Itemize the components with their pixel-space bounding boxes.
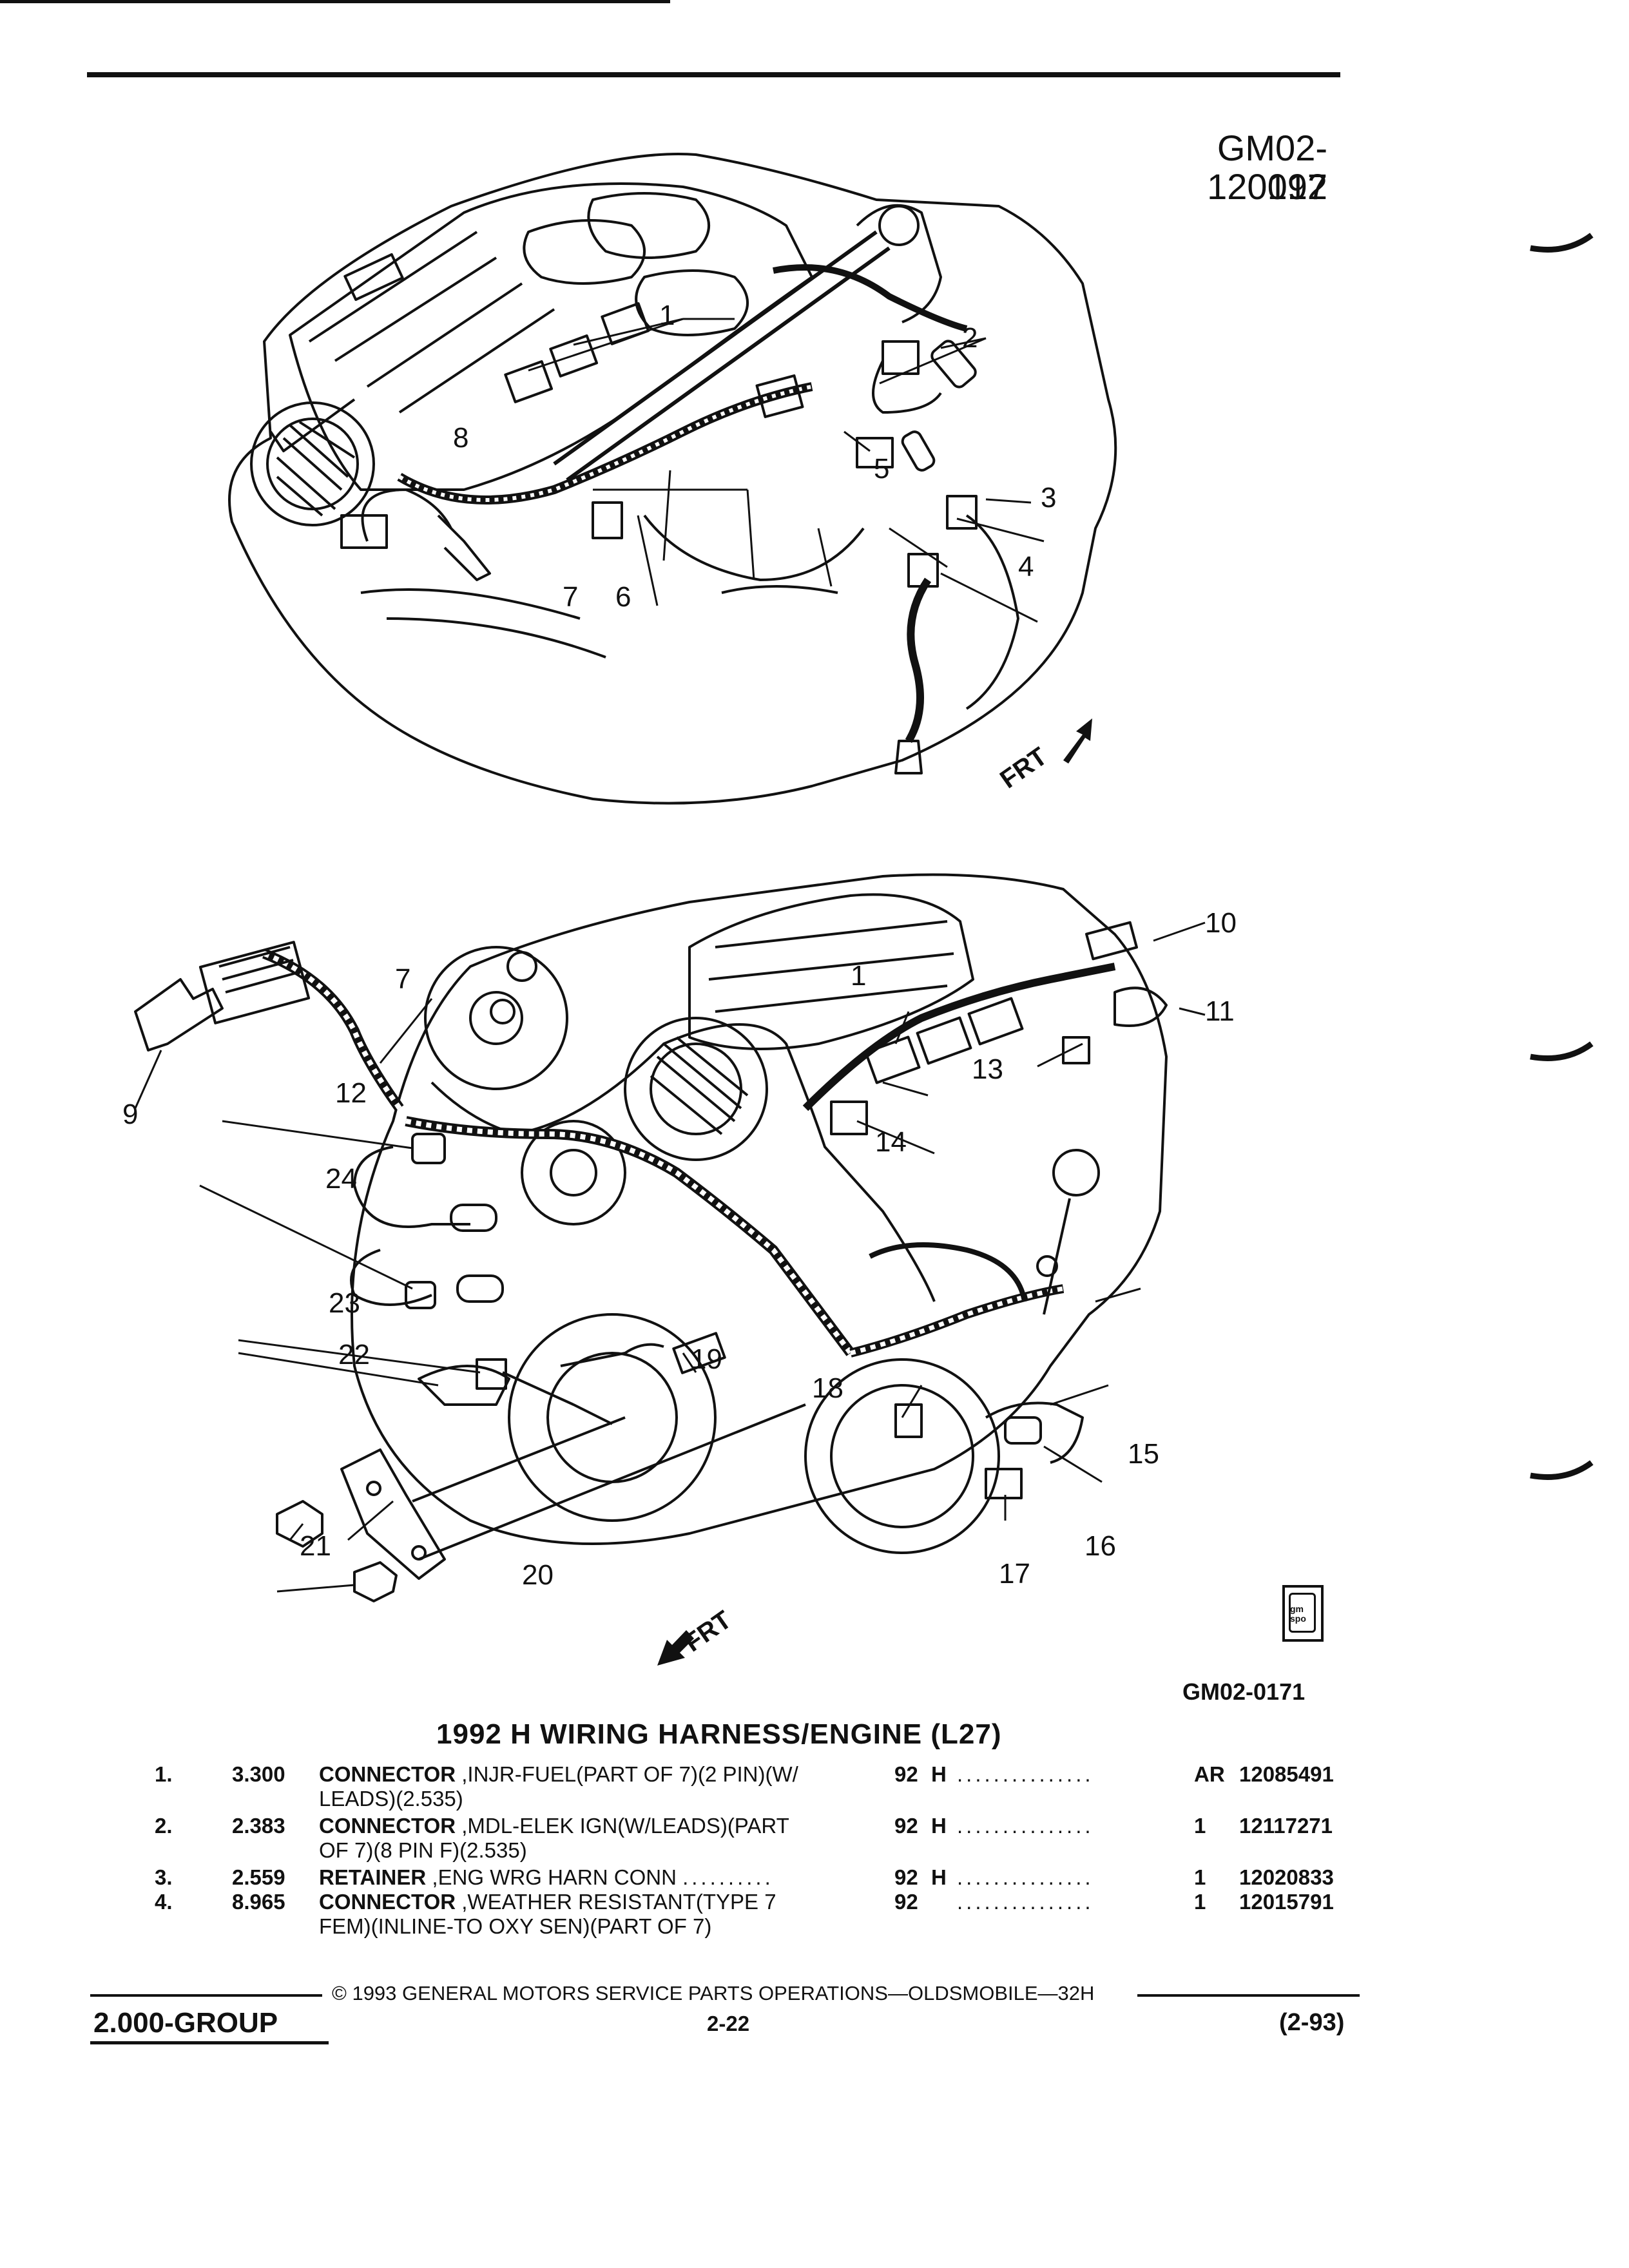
item-desc-line1: ,INJR-FUEL(PART OF 7)(2 PIN)(W/ xyxy=(461,1762,798,1786)
item-number: 3. xyxy=(155,1865,173,1889)
item-name: CONNECTOR xyxy=(319,1890,456,1914)
binder-marks xyxy=(1530,233,1594,1480)
gm-spo-logo-inner xyxy=(1289,1593,1316,1633)
item-desc-line2: OF 7)(8 PIN F)(2.535) xyxy=(319,1838,527,1862)
engine-illustration-bottom xyxy=(134,873,1206,1602)
callout-bottom-17: 17 xyxy=(999,1558,1030,1590)
header-rule xyxy=(87,72,1340,77)
gm-spo-logo: gm spo xyxy=(1282,1585,1324,1642)
group-label: 2.000-GROUP xyxy=(93,2007,278,2039)
copyright-notice: © 1993 GENERAL MOTORS SERVICE PARTS OPER… xyxy=(332,1982,1095,2004)
item-part-number: 12085491 xyxy=(1239,1762,1334,1786)
section-title: 1992 H WIRING HARNESS/ENGINE (L27) xyxy=(436,1718,1002,1750)
item-part-number: 12117271 xyxy=(1239,1814,1333,1838)
leader-dots: ............... xyxy=(957,1890,1094,1914)
callout-top-6: 6 xyxy=(615,581,631,613)
engine-illustration-top xyxy=(228,153,1117,805)
leader-dots: ............... xyxy=(957,1814,1094,1838)
callout-bottom-20: 20 xyxy=(522,1559,554,1591)
callout-top-3: 3 xyxy=(1041,482,1057,514)
item-name: CONNECTOR xyxy=(319,1762,456,1786)
callout-bottom-16: 16 xyxy=(1084,1530,1116,1562)
callout-bottom-15: 15 xyxy=(1128,1438,1159,1470)
list-item: 1. 3.300 CONNECTOR ,INJR-FUEL(PART OF 7)… xyxy=(142,1762,1366,1814)
footer-rule-left xyxy=(90,1994,322,1997)
callout-bottom-21: 21 xyxy=(300,1530,331,1562)
item-qty: 1 xyxy=(1194,1814,1206,1838)
item-year: 92 xyxy=(894,1865,918,1889)
item-name: CONNECTOR xyxy=(319,1814,456,1838)
figure-id-top: GM02-017 xyxy=(1217,128,1327,207)
item-desc-line2: FEM)(INLINE-TO OXY SEN)(PART OF 7) xyxy=(319,1914,712,1938)
item-desc-line1: ,ENG WRG HARN CONN xyxy=(432,1865,677,1889)
callout-bottom-19: 19 xyxy=(691,1343,722,1375)
item-ref: 2.383 xyxy=(232,1814,285,1838)
callout-top-7: 7 xyxy=(563,581,579,613)
item-desc-line1: ,WEATHER RESISTANT(TYPE 7 xyxy=(461,1890,776,1914)
gm-spo-logo-text: gm spo xyxy=(1290,1604,1306,1624)
front-arrow-bottom xyxy=(657,1630,694,1666)
list-item: 4. 8.965 CONNECTOR ,WEATHER RESISTANT(TY… xyxy=(142,1890,1366,1941)
callout-top-4: 4 xyxy=(1018,551,1034,582)
callout-top-5: 5 xyxy=(874,453,890,485)
item-description: CONNECTOR ,INJR-FUEL(PART OF 7)(2 PIN)(W… xyxy=(319,1762,847,1811)
footer-rule-right xyxy=(1137,1994,1360,1997)
callout-bottom-18: 18 xyxy=(812,1372,843,1404)
figure-date-top: 120192 xyxy=(1207,166,1327,207)
item-part-number: 12015791 xyxy=(1239,1890,1334,1914)
item-qty: 1 xyxy=(1194,1865,1206,1889)
callout-bottom-13: 13 xyxy=(972,1053,1003,1085)
item-desc-line1: ,MDL-ELEK IGN(W/LEADS)(PART xyxy=(461,1814,789,1838)
item-number: 2. xyxy=(155,1814,173,1838)
callout-bottom-22: 22 xyxy=(338,1339,370,1370)
item-description: RETAINER ,ENG WRG HARN CONN .......... xyxy=(319,1865,847,1890)
item-year: 92 xyxy=(894,1814,918,1838)
item-year: 92 xyxy=(894,1762,918,1786)
callout-top-1: 1 xyxy=(659,300,675,331)
item-series: H xyxy=(931,1762,947,1786)
leader-dots: ............... xyxy=(957,1865,1094,1889)
list-item: 2. 2.383 CONNECTOR ,MDL-ELEK IGN(W/LEADS… xyxy=(142,1814,1366,1865)
callout-bottom-23: 23 xyxy=(329,1287,360,1319)
item-ref: 3.300 xyxy=(232,1762,285,1786)
item-qty: 1 xyxy=(1194,1890,1206,1914)
callout-bottom-10: 10 xyxy=(1205,907,1237,939)
callout-bottom-7: 7 xyxy=(395,963,411,995)
item-ref: 8.965 xyxy=(232,1890,285,1914)
page-number: 2-22 xyxy=(707,2012,750,2035)
item-ref: 2.559 xyxy=(232,1865,285,1889)
callout-bottom-11: 11 xyxy=(1205,995,1235,1027)
callout-bottom-24: 24 xyxy=(325,1163,357,1195)
item-part-number: 12020833 xyxy=(1239,1865,1334,1889)
leader-dots: .......... xyxy=(682,1865,774,1889)
list-item: 3. 2.559 RETAINER ,ENG WRG HARN CONN ...… xyxy=(142,1865,1366,1891)
scan-edge-line xyxy=(0,0,670,3)
callout-bottom-14: 14 xyxy=(875,1126,907,1158)
callout-top-2: 2 xyxy=(962,322,978,354)
item-year: 92 xyxy=(894,1890,918,1914)
callout-bottom-12: 12 xyxy=(335,1077,367,1109)
revision-date: (2-93) xyxy=(1279,2009,1345,2036)
item-series: H xyxy=(931,1865,947,1889)
item-qty: AR xyxy=(1194,1762,1225,1786)
callout-top-8: 8 xyxy=(453,422,469,454)
group-underline xyxy=(90,2041,329,2044)
item-number: 1. xyxy=(155,1762,173,1786)
item-name: RETAINER xyxy=(319,1865,427,1889)
front-arrow-top xyxy=(1063,718,1092,764)
leader-dots: ............... xyxy=(957,1762,1094,1786)
item-number: 4. xyxy=(155,1890,173,1914)
callout-bottom-9: 9 xyxy=(122,1099,139,1130)
item-desc-line2: LEADS)(2.535) xyxy=(319,1787,463,1811)
callout-bottom-1: 1 xyxy=(851,960,867,992)
figure-id-bottom: GM02-0171 xyxy=(1182,1678,1306,1705)
item-series: H xyxy=(931,1814,947,1838)
